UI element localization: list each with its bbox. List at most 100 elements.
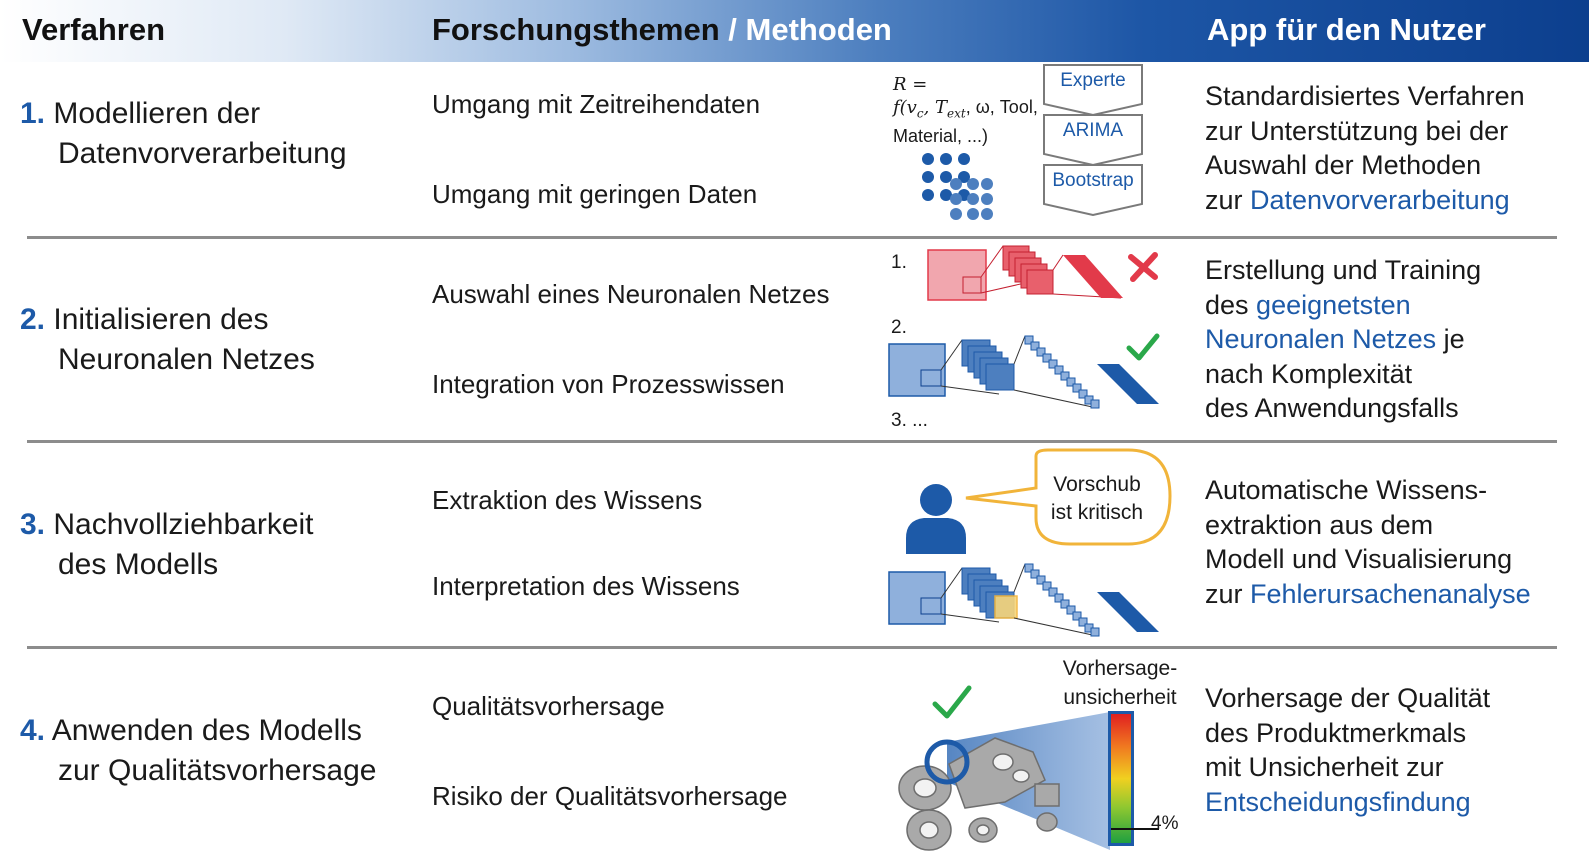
speech-line1: Vorschub xyxy=(1053,473,1141,496)
topic-interpretation: Interpretation des Wissens xyxy=(432,571,740,601)
header-forschungsthemen: Forschungsthemen / Methoden xyxy=(432,12,892,48)
topic-risiko: Risiko der Qualitätsvorhersage xyxy=(432,781,788,811)
app-text-4: Vorhersage der Qualität des Produktmerkma… xyxy=(1205,681,1490,819)
app-highlight: Fehlerursachenanalyse xyxy=(1250,578,1531,609)
formula: R = f(vc, Text, ω, Tool, Material, ...) xyxy=(893,74,1038,147)
app-line: des geeignetsten xyxy=(1205,288,1481,323)
method-experte: Experte xyxy=(1043,64,1143,116)
uncertainty-gauge xyxy=(1108,711,1159,846)
uncertainty-label: Vorhersage- unsicherheit xyxy=(1052,654,1188,712)
app-highlight: Neuronalen Netzes xyxy=(1205,324,1437,355)
app-line: Neuronalen Netzes je xyxy=(1205,322,1481,357)
uncertainty-value: 4% xyxy=(1151,813,1179,834)
step-title-line2: zur Qualitätsvorhersage xyxy=(58,754,377,787)
formula-f: f(v xyxy=(893,97,917,118)
row-separator-3 xyxy=(27,646,1557,649)
app-text: des Anwendungsfalls xyxy=(1205,393,1459,424)
data-points-icon xyxy=(922,153,993,220)
step-title-line1: Initialisieren des xyxy=(53,303,269,336)
formula-line1: R = xyxy=(893,74,928,95)
app-text: je xyxy=(1436,324,1465,355)
app-line: Erstellung und Training xyxy=(1205,253,1481,288)
step-title-line2: des Modells xyxy=(58,548,219,581)
app-text: Automatische Wissens- xyxy=(1205,475,1488,505)
formula-line3: Material, ...) xyxy=(893,125,989,146)
step-3: 3. Nachvollziehbarkeit des Modells xyxy=(20,505,314,585)
app-line: des Anwendungsfalls xyxy=(1205,391,1481,426)
header-bar: Verfahren Forschungsthemen / Methoden Ap… xyxy=(0,0,1589,62)
app-text: des Produktmerkmals xyxy=(1205,717,1467,748)
method-label: Bootstrap xyxy=(1052,170,1134,191)
topic-qualitaetsvorhersage: Qualitätsvorhersage xyxy=(432,691,665,721)
header-slash: / xyxy=(719,12,746,47)
app-line: mit Unsicherheit zur xyxy=(1205,750,1490,785)
topic-geringe-daten: Umgang mit geringen Daten xyxy=(432,179,758,209)
method-bootstrap: Bootstrap xyxy=(1043,164,1143,216)
app-text: Vorhersage der Qualität xyxy=(1205,683,1491,713)
app-line: nach Komplexität xyxy=(1205,357,1481,392)
nn-label-3: 3. ... xyxy=(891,410,928,431)
uncertainty-marker xyxy=(1111,828,1159,830)
app-highlight: Entscheidungsfindung xyxy=(1205,786,1471,817)
cnn-red-diagram xyxy=(927,245,1158,301)
cross-icon xyxy=(1128,252,1158,282)
app-line: Standardisiertes Verfahren xyxy=(1205,79,1525,114)
app-text: mit Unsicherheit zur xyxy=(1205,752,1444,783)
row-separator-2 xyxy=(27,440,1557,443)
step-title-line2: Neuronalen Netzes xyxy=(58,343,315,376)
method-label: Experte xyxy=(1060,70,1126,91)
check-icon xyxy=(1126,333,1160,361)
speech-line2: ist kritisch xyxy=(1050,501,1144,524)
app-text: Erstellung und Training xyxy=(1205,255,1482,285)
method-label: ARIMA xyxy=(1062,120,1124,141)
header-methoden-text: Methoden xyxy=(745,12,892,47)
app-line: des Produktmerkmals xyxy=(1205,716,1490,751)
app-text: zur xyxy=(1205,184,1251,215)
speech-text: Vorschub ist kritisch xyxy=(1036,471,1158,527)
topic-zeitreihen: Umgang mit Zeitreihendaten xyxy=(432,89,761,119)
header-verfahren: Verfahren xyxy=(22,12,166,47)
app-line: Entscheidungsfindung xyxy=(1205,785,1490,820)
app-text: Modell und Visualisierung xyxy=(1205,544,1513,575)
nn-label-1: 1. xyxy=(891,252,907,273)
formula-line2: f(vc, Text, ω, Tool, xyxy=(893,96,1038,125)
app-line: Modell und Visualisierung xyxy=(1205,542,1531,577)
topic-auswahl-nn: Auswahl eines Neuronalen Netzes xyxy=(432,279,830,309)
row-separator-1 xyxy=(27,236,1557,239)
step-number: 1. xyxy=(20,97,46,130)
step-title-line1: Modellieren der xyxy=(53,97,261,130)
speech-bubble-icon xyxy=(965,448,1172,546)
step-4: 4. Anwenden des Modells zur Qualitätsvor… xyxy=(20,711,377,791)
formula-sub-ext: ext xyxy=(947,106,966,121)
header-forschungsthemen-text: Forschungsthemen xyxy=(432,12,720,47)
nn-label-2: 2. xyxy=(891,317,907,338)
step-2: 2. Initialisieren des Neuronalen Netzes xyxy=(20,300,315,380)
app-line: Automatische Wissens- xyxy=(1205,473,1531,508)
app-line: zur Fehlerursachenanalyse xyxy=(1205,577,1531,612)
app-text: nach Komplexität xyxy=(1205,358,1413,389)
topic-prozesswissen: Integration von Prozesswissen xyxy=(432,369,785,399)
part-prediction-diagram xyxy=(898,685,1110,851)
uncertainty-label-line2: unsicherheit xyxy=(1063,686,1177,709)
app-text: des xyxy=(1205,289,1257,320)
app-text: Standardisiertes Verfahren xyxy=(1205,81,1525,111)
step-number: 4. xyxy=(20,714,46,747)
app-line: Vorhersage der Qualität xyxy=(1205,681,1490,716)
formula-rest: , ω, Tool, xyxy=(965,97,1038,117)
app-line: zur Unterstützung bei der xyxy=(1205,114,1525,149)
app-text-1: Standardisiertes Verfahren zur Unterstütz… xyxy=(1205,79,1525,217)
app-line: extraktion aus dem xyxy=(1205,508,1531,543)
app-text: Auswahl der Methoden xyxy=(1205,150,1482,181)
person-icon xyxy=(906,484,966,554)
app-line: zur Datenvorverarbeitung xyxy=(1205,183,1525,218)
app-text: zur Unterstützung bei der xyxy=(1205,115,1509,146)
app-text: extraktion aus dem xyxy=(1205,509,1434,540)
app-highlight: geeignetsten xyxy=(1256,289,1411,320)
method-arima: ARIMA xyxy=(1043,114,1143,166)
step-number: 3. xyxy=(20,508,46,541)
workpiece-image xyxy=(898,737,1060,851)
uncertainty-label-line1: Vorhersage- xyxy=(1062,657,1178,680)
app-line: Auswahl der Methoden xyxy=(1205,148,1525,183)
